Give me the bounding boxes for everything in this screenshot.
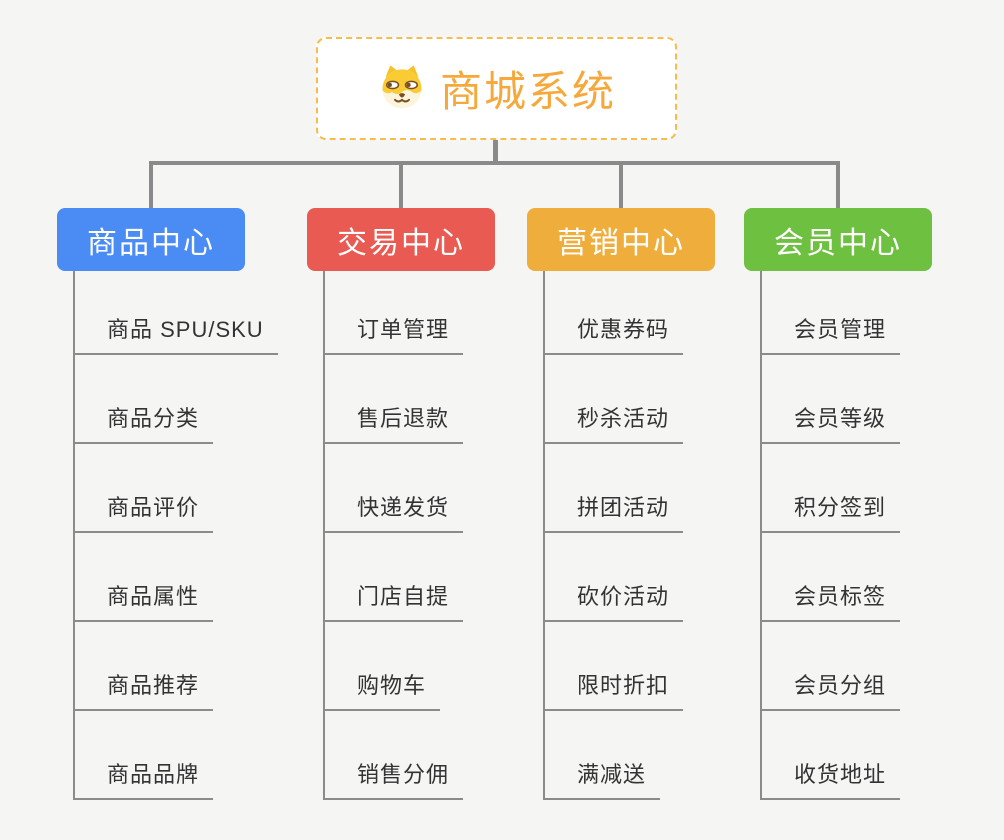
leaf-row: 售后退款 <box>325 355 464 444</box>
branch-items-trade-center: 订单管理 售后退款 快递发货 门店自提 购物车 销售分佣 <box>323 271 464 800</box>
root-node[interactable]: 商城系统 <box>316 37 677 140</box>
leaf-node[interactable]: 会员等级 <box>762 401 901 444</box>
connector-drop-member <box>836 163 840 208</box>
root-title: 商城系统 <box>439 68 616 115</box>
leaf-node[interactable]: 会员分组 <box>762 668 901 711</box>
leaf-row: 订单管理 <box>325 271 464 355</box>
branch-header-trade-center[interactable]: 交易中心 <box>307 208 495 271</box>
leaf-row: 会员标签 <box>762 533 901 622</box>
leaf-row: 优惠券码 <box>545 271 684 355</box>
leaf-row: 商品评价 <box>75 444 278 533</box>
branch-items-member-center: 会员管理 会员等级 积分签到 会员标签 会员分组 收货地址 <box>760 271 901 800</box>
leaf-row: 限时折扣 <box>545 622 684 711</box>
leaf-node[interactable]: 砍价活动 <box>545 579 684 622</box>
leaf-node[interactable]: 限时折扣 <box>545 668 684 711</box>
connector-drop-trade <box>399 163 403 208</box>
leaf-row: 会员等级 <box>762 355 901 444</box>
leaf-node[interactable]: 商品评价 <box>75 490 214 533</box>
branch-label: 交易中心 <box>337 226 465 260</box>
leaf-node[interactable]: 购物车 <box>325 668 441 711</box>
leaf-node[interactable]: 门店自提 <box>325 579 464 622</box>
leaf-node[interactable]: 销售分佣 <box>325 757 464 800</box>
leaf-row: 收货地址 <box>762 711 901 800</box>
leaf-node[interactable]: 商品属性 <box>75 579 214 622</box>
leaf-node[interactable]: 订单管理 <box>325 312 464 355</box>
leaf-row: 商品推荐 <box>75 622 278 711</box>
shiba-dog-icon <box>377 63 427 115</box>
leaf-row: 会员分组 <box>762 622 901 711</box>
branch-items-product-center: 商品 SPU/SKU 商品分类 商品评价 商品属性 商品推荐 商品品牌 <box>73 271 278 800</box>
leaf-row: 快递发货 <box>325 444 464 533</box>
connector-drop-product <box>149 163 153 208</box>
leaf-row: 积分签到 <box>762 444 901 533</box>
leaf-node[interactable]: 售后退款 <box>325 401 464 444</box>
branch-header-product-center[interactable]: 商品中心 <box>57 208 245 271</box>
leaf-node[interactable]: 拼团活动 <box>545 490 684 533</box>
branch-label: 营销中心 <box>557 226 685 260</box>
leaf-node[interactable]: 商品 SPU/SKU <box>75 312 278 355</box>
leaf-node[interactable]: 优惠券码 <box>545 312 684 355</box>
leaf-node[interactable]: 积分签到 <box>762 490 901 533</box>
leaf-row: 满减送 <box>545 711 683 800</box>
leaf-row: 门店自提 <box>325 533 464 622</box>
branch-label: 会员中心 <box>774 226 902 260</box>
leaf-row: 商品分类 <box>75 355 278 444</box>
leaf-row: 商品品牌 <box>75 711 278 800</box>
leaf-row: 购物车 <box>325 622 463 711</box>
leaf-node[interactable]: 快递发货 <box>325 490 464 533</box>
leaf-node[interactable]: 满减送 <box>545 757 661 800</box>
leaf-row: 商品属性 <box>75 533 278 622</box>
leaf-node[interactable]: 商品品牌 <box>75 757 214 800</box>
connector-bus <box>149 161 840 165</box>
branch-header-marketing-center[interactable]: 营销中心 <box>527 208 715 271</box>
connector-drop-marketing <box>619 163 623 208</box>
leaf-node[interactable]: 秒杀活动 <box>545 401 684 444</box>
leaf-row: 会员管理 <box>762 271 901 355</box>
branch-items-marketing-center: 优惠券码 秒杀活动 拼团活动 砍价活动 限时折扣 满减送 <box>543 271 684 800</box>
leaf-node[interactable]: 会员管理 <box>762 312 901 355</box>
leaf-node[interactable]: 收货地址 <box>762 757 901 800</box>
leaf-node[interactable]: 会员标签 <box>762 579 901 622</box>
branch-header-member-center[interactable]: 会员中心 <box>744 208 932 271</box>
leaf-row: 砍价活动 <box>545 533 684 622</box>
leaf-node[interactable]: 商品分类 <box>75 401 214 444</box>
leaf-row: 商品 SPU/SKU <box>75 271 278 355</box>
leaf-row: 销售分佣 <box>325 711 464 800</box>
branch-label: 商品中心 <box>87 226 215 260</box>
leaf-node[interactable]: 商品推荐 <box>75 668 214 711</box>
connector-root-drop <box>493 139 498 164</box>
leaf-row: 拼团活动 <box>545 444 684 533</box>
leaf-row: 秒杀活动 <box>545 355 684 444</box>
